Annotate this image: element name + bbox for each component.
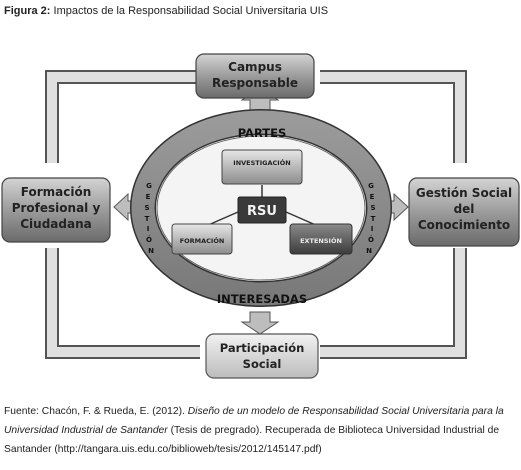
- ring-label-partes: PARTES: [238, 126, 287, 140]
- box-left-line-2: Profesional y: [12, 201, 101, 215]
- gestion-right-letter: T: [371, 215, 376, 223]
- gestion-left-letter: E: [146, 193, 151, 201]
- box-campus-responsable: Campus Responsable: [195, 53, 315, 99]
- inner-box-extension: EXTENSIÓN: [289, 223, 353, 255]
- box-bottom-line-1: Participación: [220, 341, 305, 355]
- ring-label-gestion-right: G E S T I Ó N: [366, 182, 376, 255]
- figure-source: Fuente: Chacón, F. & Rueda, E. (2012). D…: [4, 402, 520, 459]
- figure-title: Impactos de la Responsabilidad Social Un…: [53, 5, 329, 17]
- box-participacion-social: Participación Social: [205, 333, 319, 379]
- inner-label-investigacion: INVESTIGACIÓN: [233, 158, 290, 167]
- arrow-down: [240, 311, 280, 335]
- source-title: Diseño de un modelo de Responsabilidad S…: [4, 406, 504, 436]
- box-top-line-2: Responsable: [212, 76, 298, 90]
- inner-label-extension: EXTENSIÓN: [300, 236, 342, 245]
- figure-caption: Figura 2: Impactos de la Responsabilidad…: [4, 5, 328, 17]
- gestion-left-letter: G: [146, 182, 152, 190]
- gestion-left-letter: Ó: [146, 235, 152, 244]
- gestion-left-letter: N: [148, 247, 154, 255]
- ring-label-interesadas: INTERESADAS: [217, 292, 307, 306]
- box-top-line-1: Campus: [228, 60, 282, 74]
- gestion-right-letter: Ó: [368, 235, 374, 244]
- inner-box-investigacion: INVESTIGACIÓN: [221, 149, 303, 185]
- source-prefix: Fuente: Chacón, F. & Rueda, E. (2012).: [4, 406, 188, 417]
- gestion-right-letter: I: [371, 225, 374, 233]
- source-suffix: (Tesis de pregrado). Recuperada de Bibli…: [4, 425, 500, 455]
- figure-label: Figura 2:: [4, 5, 51, 17]
- inner-label-formacion: FORMACIÓN: [180, 236, 225, 245]
- box-gestion-social: Gestión Social del Conocimiento: [408, 177, 520, 247]
- box-left-line-1: Formación: [21, 185, 92, 199]
- center-label-rsu: RSU: [247, 204, 277, 219]
- gestion-left-letter: T: [145, 215, 150, 223]
- gestion-right-letter: N: [366, 247, 372, 255]
- box-right-line-2: del: [454, 202, 475, 216]
- gestion-right-letter: S: [370, 204, 375, 212]
- box-left-line-3: Ciudadana: [20, 217, 91, 231]
- outer-frame: [45, 70, 467, 359]
- box-right-line-1: Gestión Social: [416, 186, 512, 200]
- rsu-impact-diagram: Campus Responsable Formación Profesional…: [1, 53, 520, 379]
- gestion-right-letter: G: [368, 182, 374, 190]
- inner-box-formacion: FORMACIÓN: [171, 223, 233, 255]
- ring-label-gestion-left: G E S T I Ó N: [144, 182, 154, 255]
- center-box-rsu: RSU: [237, 196, 287, 224]
- gestion-right-letter: E: [370, 193, 375, 201]
- gestion-left-letter: S: [144, 204, 149, 212]
- box-bottom-line-2: Social: [243, 357, 282, 371]
- box-formacion-profesional: Formación Profesional y Ciudadana: [1, 177, 111, 243]
- gestion-left-letter: I: [147, 225, 150, 233]
- box-right-line-3: Conocimiento: [418, 218, 510, 232]
